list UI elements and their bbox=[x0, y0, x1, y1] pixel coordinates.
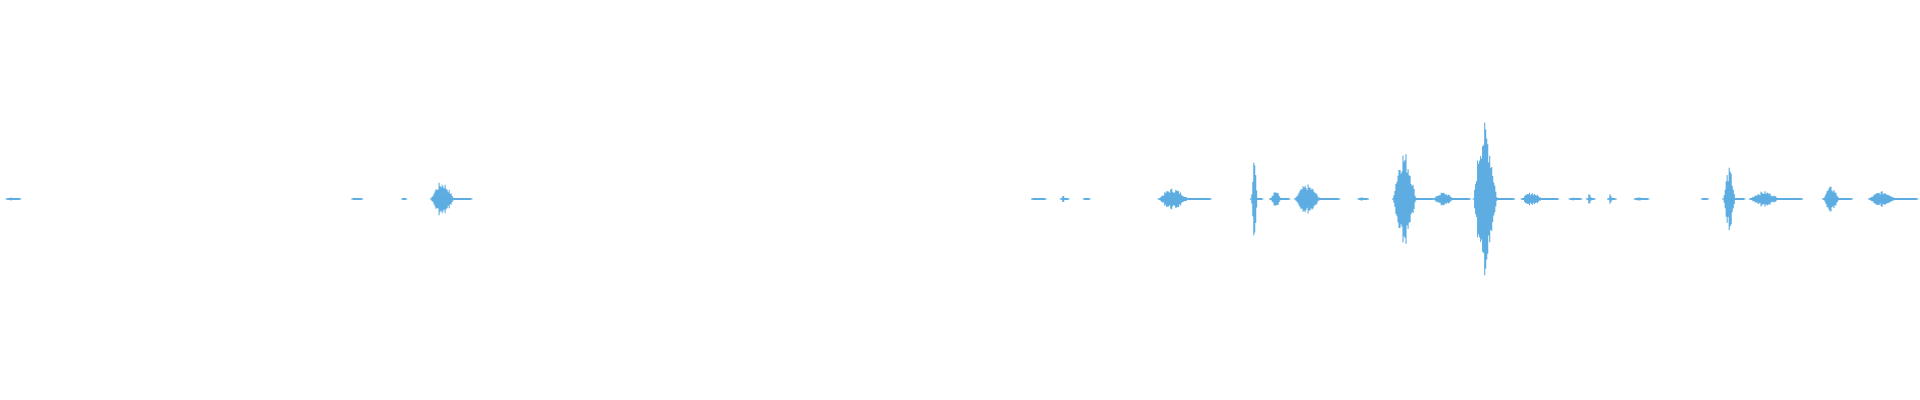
waveform-burst bbox=[1633, 197, 1650, 201]
waveform-burst bbox=[1059, 196, 1070, 202]
waveform-burst bbox=[1391, 154, 1435, 244]
waveform-burst bbox=[1868, 191, 1919, 207]
waveform-burst bbox=[1607, 194, 1617, 204]
waveform-burst bbox=[1294, 184, 1341, 214]
waveform-burst bbox=[351, 198, 363, 200]
waveform-burst bbox=[1249, 162, 1264, 236]
waveform-burst bbox=[1357, 197, 1369, 201]
waveform-burst bbox=[1568, 197, 1583, 201]
waveform-burst bbox=[1749, 191, 1803, 207]
waveform-burst bbox=[1701, 198, 1709, 200]
waveform-burst bbox=[1432, 192, 1471, 206]
waveform-burst bbox=[430, 182, 473, 216]
waveform-burst bbox=[1082, 198, 1091, 200]
waveform-burst bbox=[1472, 122, 1515, 276]
waveform-burst bbox=[5, 197, 22, 201]
waveform-burst bbox=[1520, 192, 1560, 206]
waveform-burst bbox=[1031, 198, 1047, 200]
waveform-burst bbox=[1822, 186, 1853, 212]
waveform-burst bbox=[1722, 167, 1746, 231]
waveform-burst bbox=[1269, 192, 1291, 206]
waveform-burst bbox=[1585, 194, 1596, 204]
waveform-burst bbox=[1157, 188, 1212, 210]
waveform-burst bbox=[401, 198, 408, 200]
